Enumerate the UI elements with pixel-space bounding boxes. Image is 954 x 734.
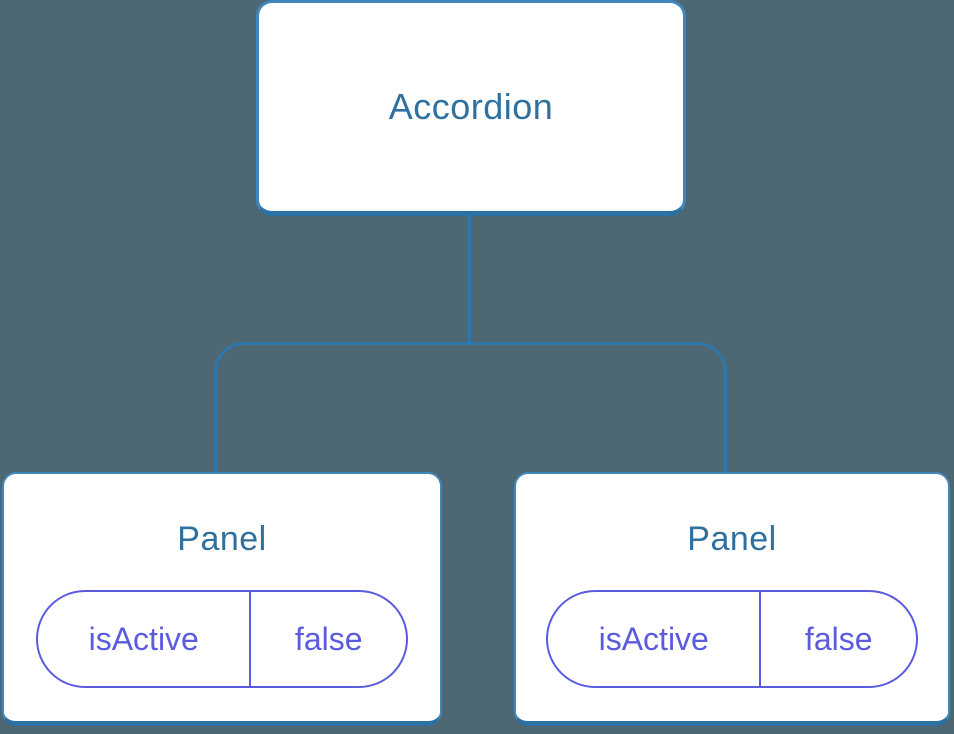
state-pill: isActive false [36, 590, 408, 688]
state-pill: isActive false [546, 590, 918, 688]
state-value: false [294, 620, 363, 657]
connector-stem-line [468, 214, 471, 344]
accordion-label: Accordion [388, 86, 554, 127]
accordion-node: Accordion [256, 0, 686, 216]
connector-branch-line [214, 342, 727, 472]
panel-label: Panel [687, 520, 777, 558]
panel-label: Panel [177, 520, 267, 558]
state-value: false [804, 620, 873, 657]
panel-node-right: Panel isActive false [514, 472, 950, 726]
state-key: isActive [548, 592, 762, 686]
panel-node-left: Panel isActive false [2, 472, 442, 726]
state-key: isActive [38, 592, 252, 686]
